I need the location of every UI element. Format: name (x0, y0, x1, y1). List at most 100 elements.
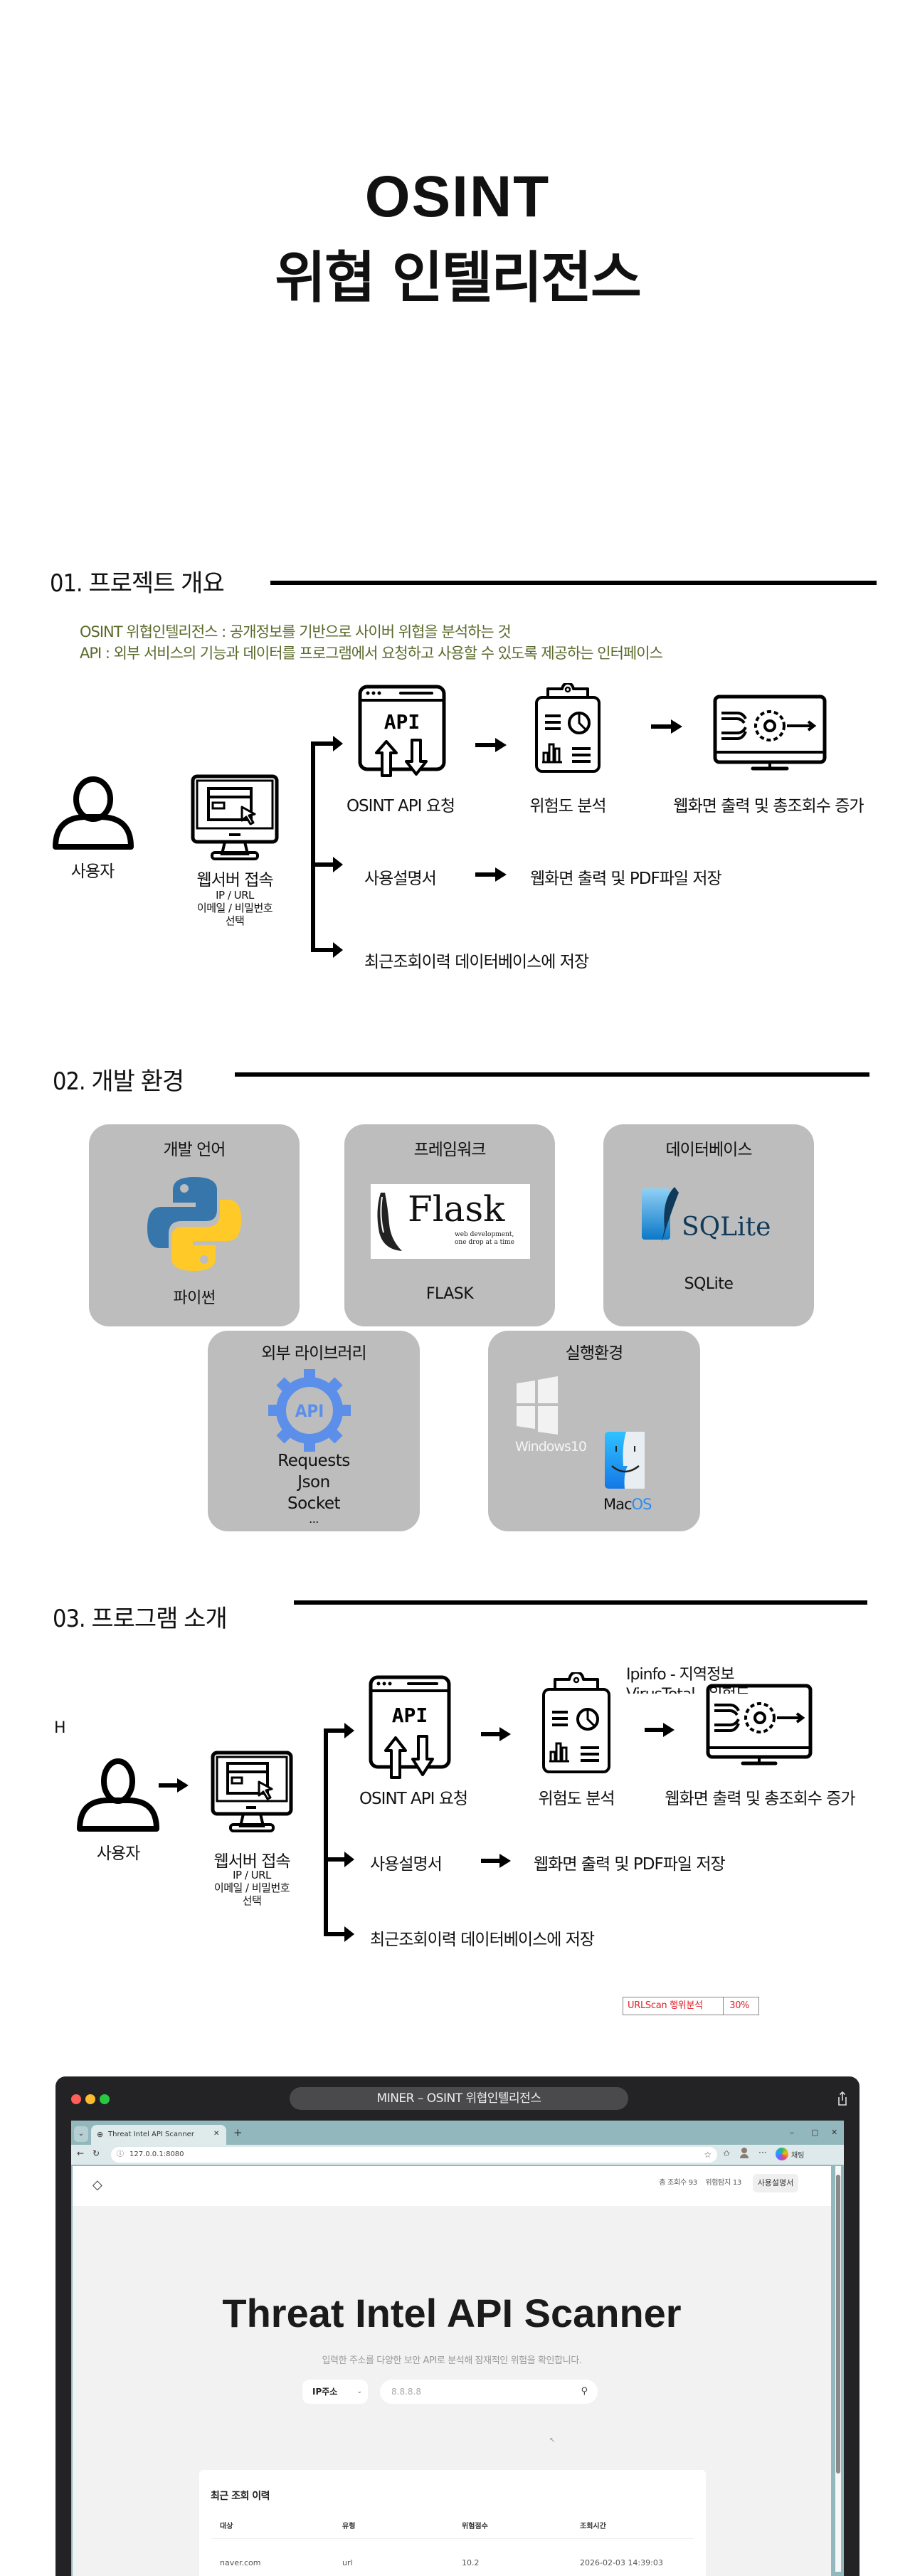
weight-table: URLScan 행위분석 30% (623, 1997, 759, 2015)
column-header-type: 유형 (342, 2523, 356, 2530)
window-title: MINER – OSINT 위협인텔리전스 (290, 2087, 628, 2110)
section-divider (235, 1072, 869, 1077)
label-risk-analysis: 위험도 분석 (529, 797, 606, 815)
library-item: Requests (277, 1452, 350, 1470)
history-title: 최근 조회 이력 (211, 2491, 270, 2502)
section-divider (270, 581, 877, 585)
label-webserver: 웹서버 접속 (196, 871, 273, 890)
monitor-click-icon (211, 1751, 293, 1832)
card-title: 데이터베이스 (665, 1141, 753, 1159)
arrow-right-icon (481, 1727, 511, 1741)
close-window-button[interactable] (71, 2094, 81, 2104)
python-logo-icon (147, 1177, 241, 1271)
library-item: Json (297, 1473, 330, 1492)
card-title: 프레임워크 (413, 1141, 487, 1159)
note-ipinfo: Ipinfo - 지역정보 (626, 1666, 735, 1684)
hero-title: Threat Intel API Scanner (222, 2291, 682, 2335)
search-icon[interactable]: ⚲ (581, 2386, 588, 2397)
manual-button[interactable]: 사용설명서 (753, 2174, 798, 2192)
stat-risk-label: 위험탐지 (705, 2179, 731, 2187)
card-sub: 파이썬 (173, 1289, 216, 1307)
tab-list-chevron-icon[interactable]: ⌄ (74, 2126, 88, 2142)
card-title: 외부 라이브러리 (261, 1344, 366, 1363)
tab-title: Threat Intel API Scanner (108, 2131, 194, 2138)
card-title: 실행환경 (565, 1344, 624, 1363)
restore-icon[interactable]: ▢ (811, 2128, 819, 2137)
intro-api: API : 외부 서비스의 기능과 데이터를 프로그램에서 요청하고 사용할 수… (80, 645, 663, 662)
section-divider (294, 1600, 867, 1605)
webserver-inputs: IP / URL 이메일 / 비밀번호 선택 (188, 1869, 316, 1907)
toolbar: ← ↻ ⓘ 127.0.0.1:8080 ☆ ✩ ··· 채팅 (71, 2145, 844, 2165)
scrollbar-thumb[interactable] (836, 2175, 840, 2474)
label-web-output-pdf: 웹화면 출력 및 PDF파일 저장 (534, 1855, 726, 1874)
monitor-click-icon (191, 774, 279, 860)
info-icon[interactable]: ⓘ (117, 2150, 124, 2158)
macos-label: MacOS (603, 1496, 652, 1513)
new-tab-icon[interactable]: + (233, 2126, 243, 2139)
app-window: MINER – OSINT 위협인텔리전스 ⌄ ⊕ Threat Intel A… (55, 2076, 860, 2576)
page-scrollbar[interactable] (835, 2166, 841, 2572)
api-gear-text: API (295, 1401, 324, 1421)
search-input[interactable]: 8.8.8.8 ⚲ (380, 2380, 598, 2404)
label-manual: 사용설명서 (370, 1855, 443, 1874)
mouse-cursor-icon: ↖ (549, 2437, 556, 2444)
web-page: ◇ 총 조회수 93 위험탐지 13 사용설명서 Threat Intel AP… (73, 2166, 831, 2576)
tab-close-icon[interactable]: ✕ (213, 2130, 220, 2138)
library-item-more: ... (309, 1512, 319, 1526)
header-stats: 총 조회수 93 위험탐지 13 (659, 2174, 741, 2192)
favorite-star-icon[interactable]: ☆ (704, 2150, 712, 2160)
share-icon[interactable] (837, 2091, 848, 2106)
api-icon-text: API (384, 710, 421, 734)
branch-arrows (311, 736, 343, 958)
zoom-window-button[interactable] (100, 2094, 110, 2104)
user-icon (77, 1758, 159, 1832)
flask-horn-icon (377, 1193, 402, 1251)
cell-score: 10.2 (462, 2558, 480, 2567)
webserver-input-select: 선택 (242, 1894, 262, 1907)
macos-label-os: OS (631, 1496, 652, 1513)
tab-active[interactable]: ⊕ Threat Intel API Scanner ✕ (91, 2125, 226, 2145)
browser-window: ⌄ ⊕ Threat Intel API Scanner ✕ + – ▢ ✕ ←… (71, 2121, 844, 2576)
webserver-input-email-pw: 이메일 / 비밀번호 (213, 1881, 290, 1894)
type-select[interactable]: IP주소 ⌄ (302, 2380, 368, 2404)
webserver-input-ip-url: IP / URL (233, 1869, 271, 1881)
api-gear-icon: API (268, 1369, 351, 1452)
card-language: 개발 언어 파이썬 (89, 1124, 300, 1326)
column-header-time: 조회시간 (580, 2523, 606, 2530)
address-bar[interactable]: ⓘ 127.0.0.1:8080 ☆ (111, 2147, 717, 2163)
sqlite-wordmark: SQLite (682, 1213, 771, 1242)
arrow-right-icon (651, 719, 682, 734)
label-web-output-count: 웹화면 출력 및 총조회수 증가 (665, 1790, 855, 1808)
card-sub: SQLite (684, 1275, 734, 1293)
card-framework: 프레임워크 Flask web development, one drop at… (344, 1124, 555, 1326)
favorites-icon[interactable]: ✩ (723, 2148, 731, 2158)
title-line-1: OSINT (364, 164, 551, 229)
intro-osint: OSINT 위협인텔리전스 : 공개정보를 기반으로 사이버 위협을 분석하는 … (80, 623, 512, 640)
label-history-db: 최근조회이력 데이터베이스에 저장 (364, 953, 589, 971)
close-icon[interactable]: ✕ (831, 2128, 838, 2137)
library-list: Requests Json Socket ... (208, 1450, 420, 1526)
reload-icon[interactable]: ↻ (92, 2148, 100, 2158)
cell-type: url (342, 2558, 353, 2567)
diamond-logo-icon[interactable]: ◇ (92, 2178, 102, 2192)
flask-tagline-line: one drop at a time (455, 1239, 514, 1246)
api-window-icon: API (369, 1675, 451, 1779)
minimize-icon[interactable]: – (790, 2128, 794, 2138)
page-header: ◇ 총 조회수 93 위험탐지 13 사용설명서 (73, 2166, 831, 2206)
more-options-icon[interactable]: ··· (758, 2148, 767, 2158)
minimize-window-button[interactable] (85, 2094, 95, 2104)
column-header-score: 위험점수 (462, 2523, 488, 2530)
copilot-icon[interactable] (776, 2148, 788, 2160)
type-select-value: IP주소 (312, 2387, 338, 2397)
card-runtime: 실행환경 Windows10 MacOS (488, 1331, 700, 1531)
search-placeholder: 8.8.8.8 (391, 2387, 421, 2397)
profile-avatar[interactable] (740, 2148, 749, 2159)
back-icon[interactable]: ← (77, 2148, 85, 2158)
webserver-input-ip-url: IP / URL (216, 889, 254, 902)
chat-button[interactable]: 채팅 (791, 2152, 805, 2160)
note-virustotal: VirusTotal - 위험도 (626, 1685, 811, 1694)
flask-wordmark: Flask (408, 1188, 505, 1230)
monitor-gear-output-icon (713, 695, 827, 771)
arrow-right-icon (475, 738, 507, 752)
url-text: 127.0.0.1:8080 (129, 2150, 184, 2158)
